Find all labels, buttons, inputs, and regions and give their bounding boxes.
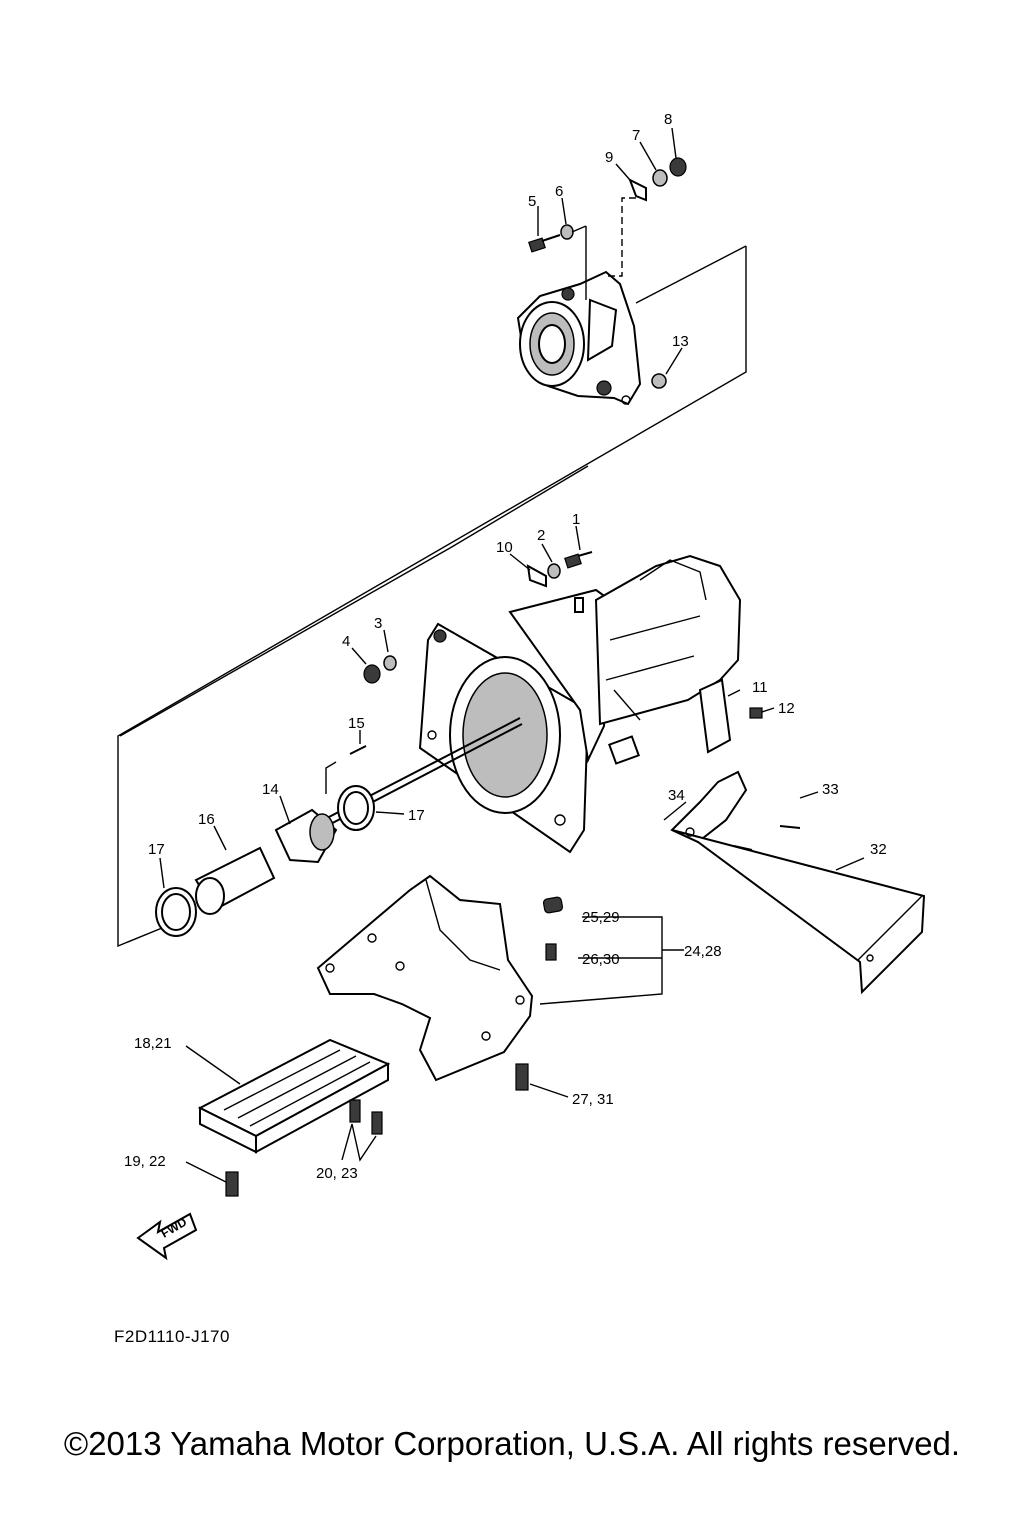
assembly-boundary-lines <box>117 245 747 948</box>
callout-25-29: 25,29 <box>582 909 620 926</box>
callout-19-22: 19, 22 <box>124 1153 166 1170</box>
callout-9: 9 <box>605 149 613 166</box>
callout-32: 32 <box>870 841 887 858</box>
callout-7: 7 <box>632 127 640 144</box>
callout-12: 12 <box>778 700 795 717</box>
copyright-notice: ©2013 Yamaha Motor Corporation, U.S.A. A… <box>63 1425 961 1462</box>
callout-3: 3 <box>374 615 382 632</box>
fwd-arrow: FWD <box>136 1212 198 1261</box>
callout-20-23: 20, 23 <box>316 1165 358 1182</box>
callout-34: 34 <box>668 787 685 804</box>
callout-2: 2 <box>537 527 545 544</box>
callout-labels: 5 6 7 8 9 13 1 2 10 3 4 15 11 12 14 16 1… <box>124 111 887 1182</box>
callout-5: 5 <box>528 193 536 210</box>
callout-13: 13 <box>672 333 689 350</box>
callout-4: 4 <box>342 633 350 650</box>
boot-and-clamp-parts <box>155 761 375 937</box>
main-hardware <box>349 551 763 755</box>
nozzle-housing-upper <box>516 270 642 406</box>
callout-1: 1 <box>572 511 580 528</box>
callout-15: 15 <box>348 715 365 732</box>
callout-27-31: 27, 31 <box>572 1091 614 1108</box>
figure-code: F2D1110-J170 <box>114 1327 230 1346</box>
jet-pump-housing <box>418 554 742 854</box>
callout-26-30: 26,30 <box>582 951 620 968</box>
ride-plate <box>670 770 926 995</box>
callout-33: 33 <box>822 781 839 798</box>
upper-hardware <box>528 157 687 389</box>
bottom-hardware <box>225 896 564 1197</box>
callout-17-right: 17 <box>408 807 425 824</box>
callout-10: 10 <box>496 539 513 556</box>
callout-24-28: 24,28 <box>684 943 722 960</box>
intake-grate <box>197 1038 391 1154</box>
callout-14: 14 <box>262 781 279 798</box>
drive-shaft <box>299 717 523 841</box>
callout-11: 11 <box>752 679 768 696</box>
callout-18-21: 18,21 <box>134 1035 172 1052</box>
intake-duct <box>316 874 534 1082</box>
callout-6: 6 <box>555 183 563 200</box>
callout-16: 16 <box>198 811 215 828</box>
callout-8: 8 <box>664 111 672 128</box>
leader-lines <box>159 127 865 1183</box>
callout-17-left: 17 <box>148 841 165 858</box>
